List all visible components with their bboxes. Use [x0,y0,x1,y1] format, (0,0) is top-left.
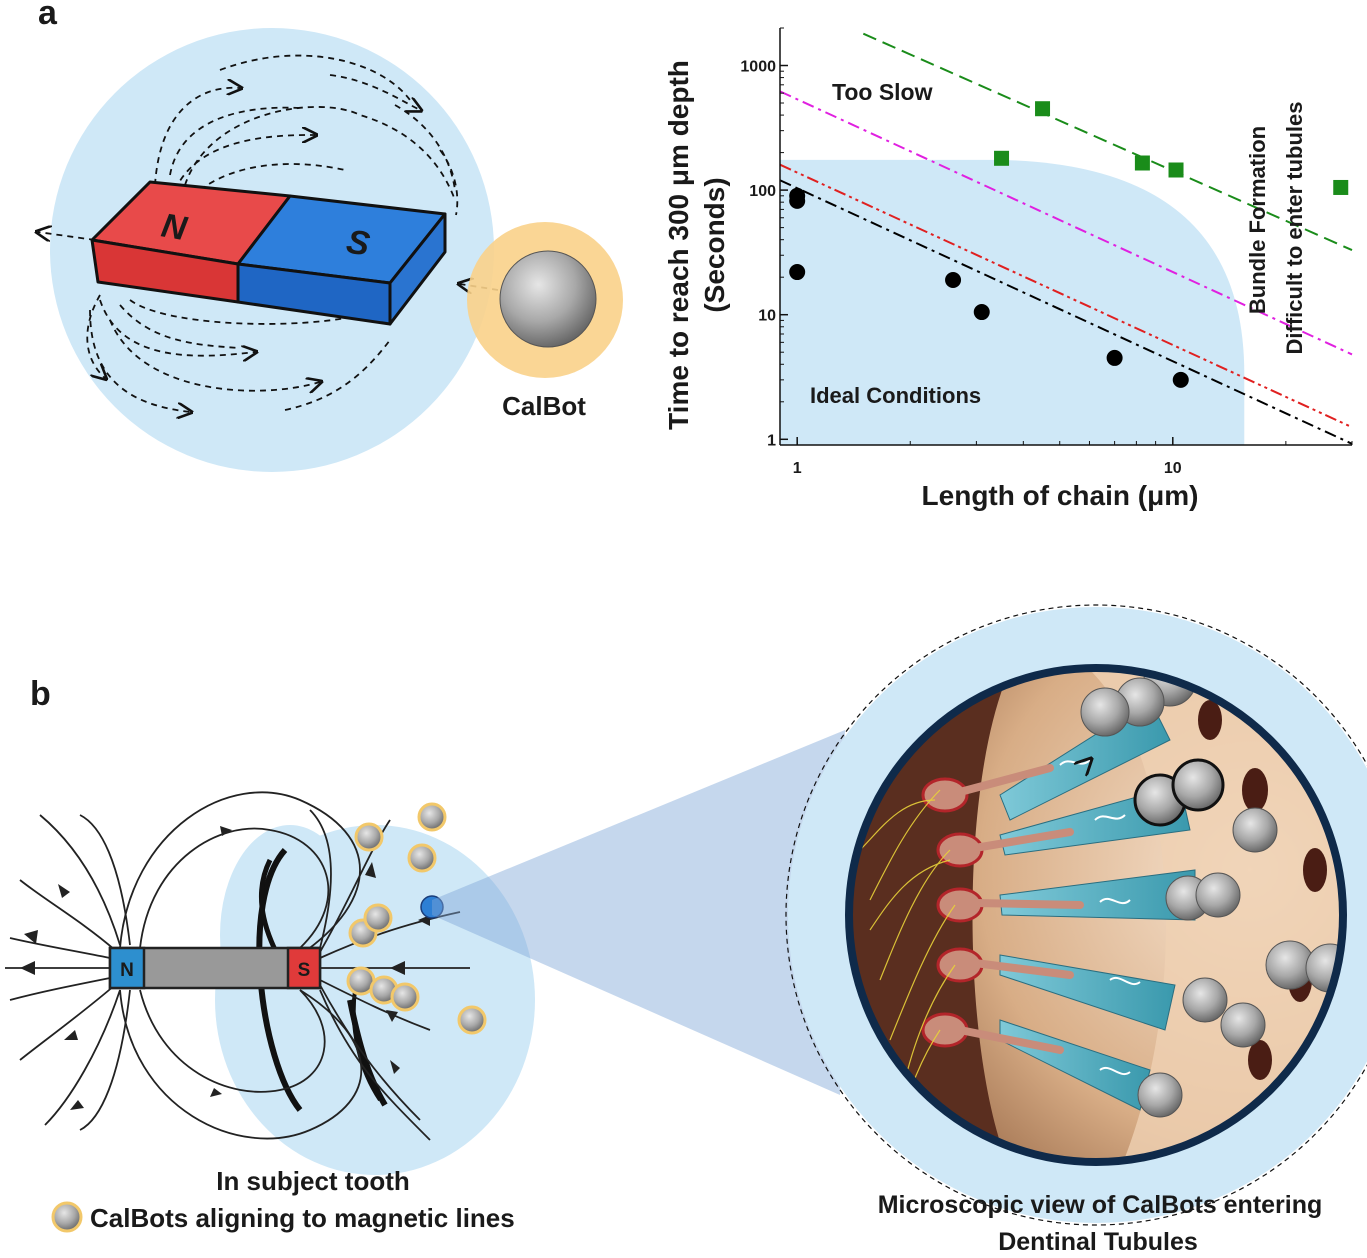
fit-line-4 [779,179,1353,445]
legend-calbot-icon [51,1201,83,1233]
annotation-ideal-conditions: Ideal Conditions [810,383,981,408]
field-lines [38,54,499,412]
data-point-circle [1172,371,1189,388]
data-point-circle [1106,349,1123,366]
panel-b-label: b [30,675,51,713]
data-point-square [1168,162,1184,178]
y-tick-label: 100 [749,183,776,200]
data-point-square [1333,179,1349,195]
annotation-difficult-to-enter: Difficult to enter tubules [1282,102,1307,355]
annotation-bundle-formation: Bundle Formation [1245,126,1270,314]
micro-caption-line1: Microscopic view of CalBots entering [878,1191,1323,1219]
y-tick-label: 10 [758,308,776,325]
fit-line-2 [779,90,1353,356]
zoom-cone [432,730,845,1095]
data-point-circle [789,264,806,281]
y-axis-title-line1: Time to reach 300 μm depth [663,60,694,430]
magnetic-field-lines [5,791,470,1141]
data-point-circle [973,304,990,321]
magnet-b-south-label: S [298,960,311,981]
x-axis-title: Length of chain (μm) [922,480,1199,511]
x-tick-label: 10 [1164,460,1182,477]
field-arrowheads [20,826,430,1110]
data-point-square [1035,101,1051,117]
data-point-square [994,150,1010,166]
calbots-in-field [346,802,487,1035]
calbot-label: CalBot [502,391,586,421]
y-axis-title-line2: (Seconds) [699,177,730,312]
tooth-caption: In subject tooth [216,1166,410,1196]
annotation-too-slow: Too Slow [832,79,933,105]
legend-label: CalBots aligning to magnetic lines [90,1203,515,1233]
ideal-region [780,159,1245,445]
microscopic-view [785,604,1367,1226]
panel-b-tooth-diagram: N S In subject tooth CalBots aligning to… [5,730,845,1233]
flow-arrows [1059,760,1141,1075]
y-tick-label: 1000 [740,59,776,76]
data-point-circle [945,271,962,288]
calbot-particle [499,250,597,348]
y-tick-label: 1 [767,432,776,449]
x-tick-label: 1 [793,460,802,477]
panel-a-magnet-diagram: N S CalBot [38,28,623,472]
bar-magnet [90,180,447,326]
magnet-b-north-label: N [120,960,134,981]
data-point-square [1134,155,1150,171]
micro-caption-line2: Dentinal Tubules [998,1228,1198,1256]
data-point-circle [789,192,806,209]
fit-line-1 [862,32,1353,252]
panel-a-label: a [38,0,57,32]
zoom-target-dot [420,895,444,919]
